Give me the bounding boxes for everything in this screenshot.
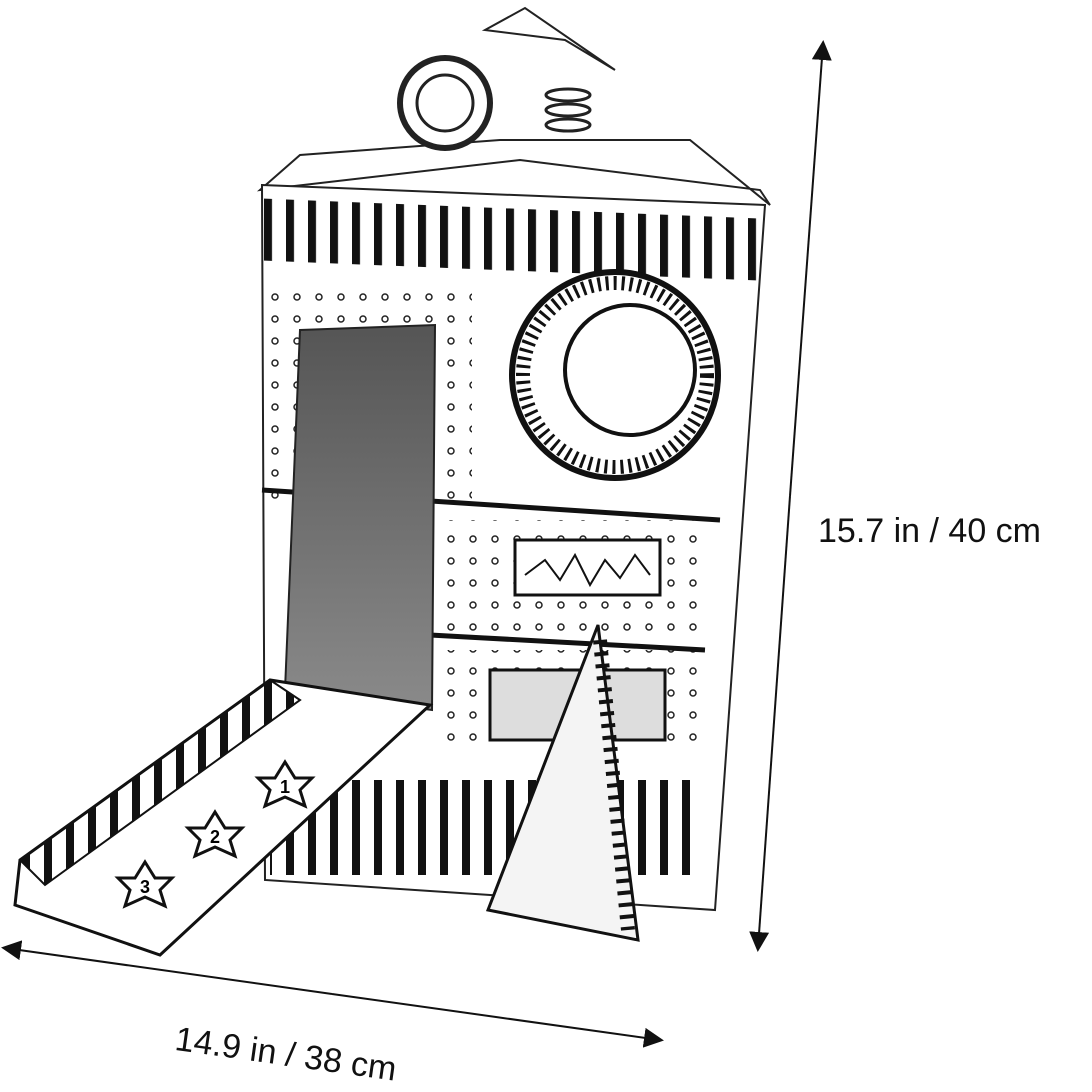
door-opening [283, 323, 437, 712]
height-label: 15.7 in / 40 cm [818, 512, 1042, 550]
svg-text:2: 2 [210, 827, 220, 847]
svg-text:3: 3 [140, 877, 150, 897]
step-star-3: 3 [114, 859, 176, 909]
porthole-window [509, 269, 721, 481]
step-star-2: 2 [184, 809, 246, 859]
step-star-1: 1 [254, 759, 316, 809]
width-dimension-arrow [1, 940, 333, 995]
svg-text:1: 1 [280, 777, 290, 797]
height-dimension-arrow [789, 40, 832, 497]
slide: 1 2 3 [13, 678, 434, 957]
rocket-nose [256, 6, 771, 206]
